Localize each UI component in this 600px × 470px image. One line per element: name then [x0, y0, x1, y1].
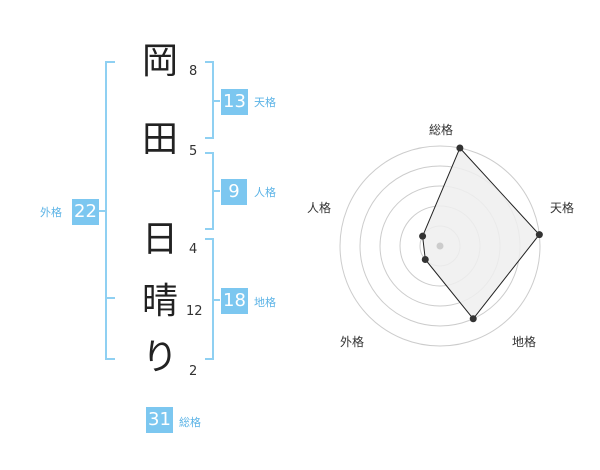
chikaku-tick — [214, 299, 220, 301]
radar-point-3 — [421, 256, 429, 264]
radar-point-2 — [469, 315, 477, 323]
chikaku-label: 地格 — [254, 296, 276, 309]
radar-center-dot — [436, 242, 444, 250]
jinkaku-tick — [214, 190, 220, 192]
soukaku-label: 総格 — [179, 416, 201, 429]
name-char-5: り — [141, 337, 178, 378]
radar-ring — [339, 145, 541, 347]
gaikaku-tick — [99, 210, 105, 212]
name-char-4: 晴 — [141, 281, 178, 322]
radar-label-jinkaku: 人格 — [307, 200, 331, 215]
radar-data-polygon — [422, 147, 540, 320]
gaikaku-bracket — [105, 61, 115, 360]
chikaku-bracket — [205, 238, 214, 360]
fortune-radar-chart: 総格 天格 地格 外格 人格 — [307, 122, 574, 349]
radar-points — [419, 144, 543, 323]
stroke-count-1: 8 — [189, 64, 198, 79]
radar-point-0 — [456, 144, 464, 152]
stroke-count-4: 12 — [186, 304, 203, 319]
jinkaku-bracket — [205, 152, 214, 230]
gaikaku-value: 22 — [72, 199, 99, 225]
radar-label-soukaku: 総格 — [429, 122, 453, 137]
tenkaku-tick — [214, 100, 220, 102]
gaikaku-inner-tick — [105, 297, 115, 299]
radar-label-chikaku: 地格 — [512, 334, 536, 349]
jinkaku-value: 9 — [221, 179, 247, 205]
stroke-count-3: 4 — [189, 242, 198, 257]
radar-label-gaikaku: 外格 — [340, 334, 364, 349]
stroke-count-2: 5 — [189, 144, 198, 159]
chikaku-value: 18 — [221, 288, 248, 314]
name-char-2: 田 — [141, 119, 178, 160]
tenkaku-label: 天格 — [254, 96, 276, 109]
radar-point-4 — [419, 232, 427, 240]
name-char-1: 岡 — [141, 41, 178, 82]
name-char-3: 日 — [141, 219, 178, 260]
tenkaku-value: 13 — [221, 89, 248, 115]
gaikaku-label: 外格 — [40, 206, 62, 219]
soukaku-value: 31 — [146, 407, 173, 433]
tenkaku-bracket — [205, 61, 214, 139]
radar-label-tenkaku: 天格 — [550, 200, 574, 215]
jinkaku-label: 人格 — [254, 186, 276, 199]
stroke-count-5: 2 — [189, 364, 198, 379]
radar-point-1 — [535, 231, 543, 239]
